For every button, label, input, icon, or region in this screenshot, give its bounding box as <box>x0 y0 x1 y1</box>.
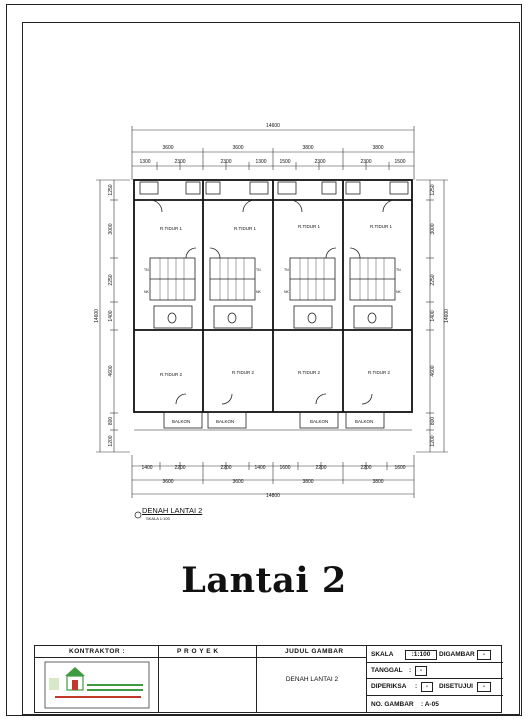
dim-text: 2200 <box>360 465 371 471</box>
room-label: R.TIDUR 2 <box>368 370 390 375</box>
dim-text: 14800 <box>266 493 280 499</box>
dim-text: 1600 <box>279 465 290 471</box>
scale-value: :1:100 <box>405 650 437 660</box>
dim-text: 2300 <box>220 159 231 165</box>
dim-text: 14600 <box>94 309 100 323</box>
dim-text: 3600 <box>232 479 243 485</box>
info-cell: SKALA :1:100 DIGAMBAR - TANGGAL : - DIPE… <box>367 646 503 712</box>
dim-text: 800 <box>108 417 114 426</box>
dim-text: 1400 <box>108 310 114 321</box>
drawing-title-cell: JUDUL GAMBAR DENAH LANTAI 2 <box>257 646 367 712</box>
contractor-label: KONTRAKTOR : <box>69 648 126 655</box>
room-label: R.TIDUR 1 <box>160 226 182 231</box>
drawing-no-value: : A-05 <box>421 701 439 708</box>
dim-text: 4600 <box>108 365 114 376</box>
room-label: R.TIDUR 1 <box>298 224 320 229</box>
dim-text: 3000 <box>108 223 114 234</box>
dim-text: 2250 <box>108 274 114 285</box>
scale-label: SKALA <box>371 651 394 658</box>
stair-label: TN <box>144 268 149 272</box>
dim-text: 3600 <box>162 145 173 151</box>
dim-text: 3000 <box>430 223 436 234</box>
dim-text: 1250 <box>108 184 114 195</box>
approved-label: DISETUJUI <box>439 683 473 690</box>
dim-text: 14600 <box>266 123 280 129</box>
title-block: KONTRAKTOR : P R O Y E K JUDUL GAMBAR DE… <box>34 645 503 713</box>
date-value: - <box>415 666 427 676</box>
dim-text: 14600 <box>444 309 450 323</box>
room-label: BALKON <box>172 419 190 424</box>
room-label: R.TIDUR 1 <box>370 224 392 229</box>
drawing-title-label: JUDUL GAMBAR <box>285 648 344 655</box>
contractor-cell: KONTRAKTOR : <box>35 646 159 712</box>
date-colon: : <box>409 667 412 674</box>
room-label: BALKON <box>216 419 234 424</box>
approved-value: - <box>477 682 491 692</box>
dim-text: 800 <box>430 417 436 426</box>
room-label: BALKON <box>310 419 328 424</box>
dim-text: 3600 <box>232 145 243 151</box>
dim-text: 1400 <box>430 310 436 321</box>
drawing-frame <box>22 22 520 715</box>
stair-label: NK <box>396 290 402 294</box>
dim-text: 2300 <box>360 159 371 165</box>
dim-text: 3600 <box>162 479 173 485</box>
dim-text: 2250 <box>430 274 436 285</box>
room-label: R.TIDUR 1 <box>234 226 256 231</box>
stair-label: NK <box>284 290 290 294</box>
dim-text: 1300 <box>255 159 266 165</box>
dim-text: 1500 <box>394 159 405 165</box>
stair-label: TN <box>284 268 289 272</box>
checked-colon: : <box>415 683 418 690</box>
checked-value: - <box>421 682 433 692</box>
drawing-sheet <box>6 4 522 716</box>
date-label: TANGGAL <box>371 667 403 674</box>
checked-label: DIPERIKSA <box>371 683 407 690</box>
dim-text: 2300 <box>174 159 185 165</box>
dim-text: 2200 <box>315 465 326 471</box>
room-label: BALKON <box>355 419 373 424</box>
dim-text: 1600 <box>394 465 405 471</box>
stair-label: TN <box>256 268 261 272</box>
dim-text: 1300 <box>139 159 150 165</box>
dim-text: 3800 <box>372 145 383 151</box>
room-label: R.TIDUR 2 <box>160 372 182 377</box>
drawn-label: DIGAMBAR <box>439 651 475 658</box>
dim-text: 3800 <box>302 479 313 485</box>
dim-text: 3800 <box>372 479 383 485</box>
dim-text: 4600 <box>430 365 436 376</box>
dim-text: 3800 <box>302 145 313 151</box>
drawn-value: - <box>477 650 491 660</box>
stair-label: NK <box>144 290 150 294</box>
dim-text: 1500 <box>279 159 290 165</box>
dim-text: 2300 <box>314 159 325 165</box>
project-label: P R O Y E K <box>177 648 219 655</box>
company-logo <box>44 661 150 709</box>
room-label: R.TIDUR 2 <box>232 370 254 375</box>
dim-text: 1200 <box>430 435 436 446</box>
dim-text: 1250 <box>430 184 436 195</box>
dim-text: 1200 <box>108 435 114 446</box>
page-title: Lantai 2 <box>181 560 347 601</box>
dim-text: 1400 <box>141 465 152 471</box>
room-label: R.TIDUR 2 <box>298 370 320 375</box>
drawing-title-value: DENAH LANTAI 2 <box>285 676 339 683</box>
plan-caption-title: DENAH LANTAI 2 <box>142 506 203 515</box>
stair-label: NK <box>256 290 262 294</box>
plan-caption: DENAH LANTAI 2 SKALA 1:100 <box>142 506 203 521</box>
project-cell: P R O Y E K <box>159 646 257 712</box>
drawing-no-label: NO. GAMBAR <box>371 701 414 708</box>
plan-caption-scale: SKALA 1:100 <box>146 516 170 521</box>
stair-label: TN <box>396 268 401 272</box>
dim-text: 2200 <box>174 465 185 471</box>
dim-text: 2200 <box>220 465 231 471</box>
dim-text: 1400 <box>254 465 265 471</box>
